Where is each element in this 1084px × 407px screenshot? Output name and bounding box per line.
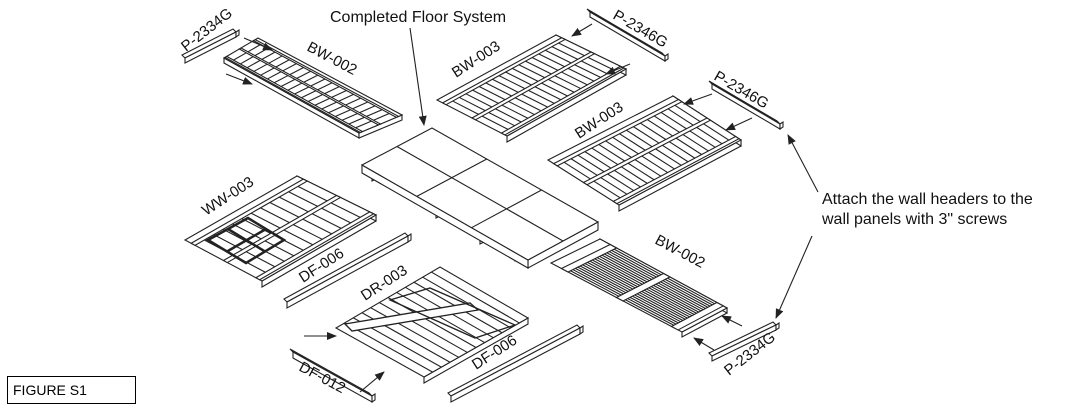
header-beam-p2334g-bottom-right: [708, 321, 780, 362]
header-beam-p2346g-top-right: [586, 8, 669, 63]
arrow-header-tr-2: [605, 63, 631, 75]
floor-system-title: Completed Floor System: [330, 9, 506, 26]
arrow-note-up: [787, 134, 819, 193]
panel-label-bw002-bottom-right: BW-002: [652, 232, 708, 272]
arrow-df012-2: [359, 371, 385, 393]
trim-board-df006-bottom: [447, 324, 584, 403]
arrow-header-r-1: [683, 93, 713, 105]
arrow-header-r-2: [725, 117, 753, 131]
figure-label: FIGURE S1: [7, 376, 136, 404]
header-beam-p2334g-top-left: [181, 28, 240, 64]
wall-panel-bw003-right: [546, 94, 743, 212]
arrow-header-tl-2: [225, 73, 253, 85]
instruction-line-2: wall panels with 3" screws: [822, 211, 1008, 228]
arrow-title-to-floor: [409, 27, 427, 126]
header-beam-p2346g-right: [708, 80, 784, 131]
window-grid: [205, 216, 287, 265]
instruction-line-1: Attach the wall headers to the: [822, 191, 1033, 208]
wall-panel-bw002-top-left: [222, 37, 404, 139]
floor-system: [360, 127, 600, 269]
trim-board-df006-left: [283, 232, 412, 309]
arrow-header-br-2: [693, 337, 715, 351]
instruction-note: Attach the wall headers to the wall pane…: [822, 190, 1082, 230]
wall-panel-bw003-top-center: [435, 34, 628, 143]
arrow-header-tr-1: [571, 23, 593, 37]
arrow-note-down: [775, 235, 813, 319]
door-panel-dr003: [334, 266, 530, 384]
part-label-df012: DF-012: [296, 359, 348, 397]
arrow-header-br-1: [721, 315, 743, 327]
window-wall-ww003: [183, 175, 378, 288]
wall-panel-bw002-bottom-right: [549, 238, 729, 338]
arrow-header-tl-1: [243, 37, 273, 51]
trim-board-df012: [289, 348, 376, 404]
